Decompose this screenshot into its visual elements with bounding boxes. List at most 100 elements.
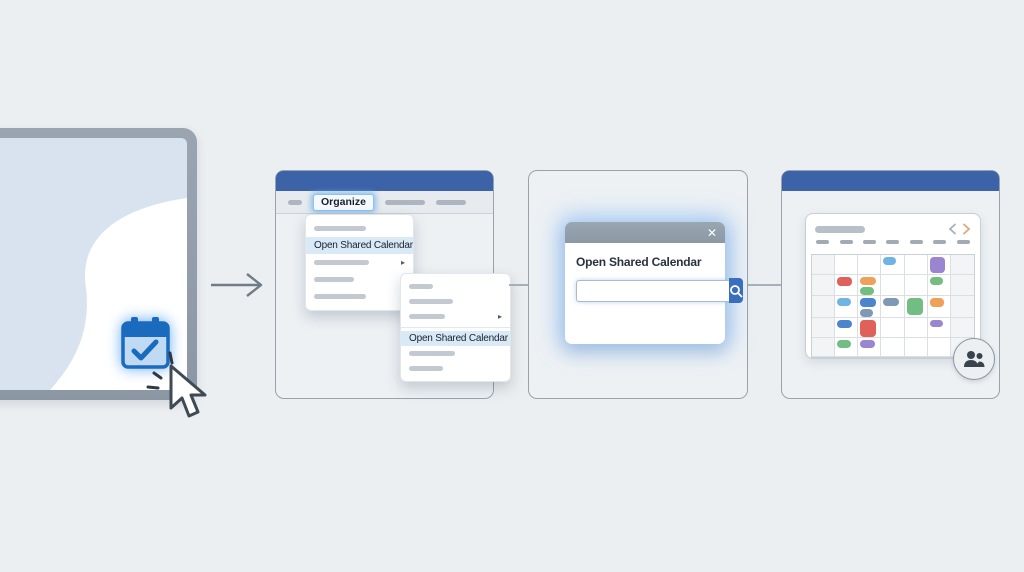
calendar-cell <box>835 295 859 318</box>
weekday-placeholder <box>933 240 947 244</box>
calendar-event-purple <box>860 339 875 348</box>
close-icon[interactable]: ✕ <box>706 225 717 240</box>
calendar-event-purple <box>929 319 944 327</box>
shared-people-badge[interactable] <box>953 338 995 380</box>
calendar-event-skyblue <box>883 257 897 265</box>
calendar-event-green <box>906 297 923 315</box>
calendar-event-red <box>837 276 853 286</box>
search-row <box>576 278 743 303</box>
menu-item-placeholder[interactable] <box>401 294 510 309</box>
weekday-placeholder <box>956 240 970 244</box>
calendar-cell <box>904 255 928 275</box>
calendar-card <box>805 213 981 359</box>
calendar-cell <box>881 255 905 275</box>
menu-item-placeholder[interactable] <box>306 271 413 288</box>
calendar-grid <box>811 254 975 358</box>
menu-item-open-shared-calendar[interactable]: Open Shared Calendar <box>306 237 413 254</box>
window-title-bar <box>782 171 999 191</box>
menu-item-placeholder[interactable]: ▸ <box>306 254 413 271</box>
calendar-event-green <box>860 286 875 295</box>
calendar-cell <box>835 274 859 296</box>
calendar-event-red <box>860 319 877 337</box>
menu-item-placeholder[interactable]: ▸ <box>401 309 510 324</box>
calendar-cell <box>858 274 882 296</box>
calendar-title-placeholder <box>815 225 865 233</box>
organize-dropdown-menu: Open Shared Calendar ▸ <box>305 214 414 311</box>
people-icon <box>964 351 985 367</box>
calendar-event-purple <box>929 257 946 273</box>
weekday-placeholder <box>839 240 853 244</box>
calendar-cell <box>858 317 882 338</box>
menu-item-placeholder-dash <box>314 226 366 231</box>
calendar-cell <box>927 255 951 275</box>
menu-item-placeholder[interactable] <box>306 288 413 305</box>
calendar-event-orange <box>929 297 945 307</box>
menu-item-placeholder[interactable] <box>401 346 510 361</box>
menu-item-placeholder-dash <box>409 351 455 356</box>
menu-item-label: Open Shared Calendar <box>409 333 508 344</box>
calendar-cell <box>881 337 905 357</box>
search-button[interactable] <box>729 278 743 303</box>
organize-submenu: ▸ Open Shared Calendar <box>400 273 511 382</box>
calendar-header <box>806 214 980 240</box>
calendar-event-blue <box>860 297 876 307</box>
search-input[interactable] <box>576 279 729 302</box>
calendar-cell <box>927 337 951 357</box>
calendar-cell <box>904 337 928 357</box>
dialog-title-bar: ✕ <box>565 222 725 243</box>
menu-item-placeholder[interactable] <box>306 220 413 237</box>
chevron-right-icon[interactable] <box>962 223 971 235</box>
connector-line-2 <box>748 284 781 286</box>
tab-organize[interactable]: Organize <box>313 193 374 211</box>
menu-placeholder <box>435 199 466 205</box>
calendar-cell <box>904 295 928 318</box>
calendar-cell <box>835 337 859 357</box>
weekday-placeholder <box>816 240 830 244</box>
search-icon <box>730 284 743 297</box>
menu-item-placeholder-dash <box>409 366 443 371</box>
calendar-cell <box>950 295 974 318</box>
weekday-placeholder <box>886 240 900 244</box>
calendar-cell <box>858 295 882 318</box>
calendar-cell <box>812 337 836 357</box>
chevron-left-icon[interactable] <box>948 223 957 235</box>
weekday-placeholder <box>909 240 923 244</box>
mouse-pointer <box>169 364 207 418</box>
calendar-cell <box>812 274 836 296</box>
calendar-cell <box>812 317 836 338</box>
window-title-bar <box>276 171 493 191</box>
calendar-cell <box>881 317 905 338</box>
dialog-title: Open Shared Calendar <box>576 255 702 269</box>
dialog-body: Open Shared Calendar <box>565 243 743 303</box>
menu-item-placeholder-dash <box>409 284 433 289</box>
calendar-cell <box>950 274 974 296</box>
submenu-arrow-icon: ▸ <box>400 257 405 267</box>
calendar-cell <box>927 317 951 338</box>
menu-item-placeholder-dash <box>314 260 369 265</box>
calendar-nav <box>948 223 971 235</box>
menu-item-placeholder[interactable] <box>401 361 510 376</box>
menu-bar: Organize <box>276 191 493 214</box>
click-spark-lines <box>146 351 174 390</box>
menu-item-label: Open Shared Calendar <box>314 240 413 251</box>
calendar-event-orange <box>860 276 876 285</box>
calendar-cell <box>812 295 836 318</box>
calendar-cell <box>904 274 928 296</box>
calendar-cell <box>950 255 974 275</box>
calendar-cell <box>927 274 951 296</box>
calendar-event-skyblue <box>837 297 851 306</box>
menu-item-placeholder-dash <box>314 294 366 299</box>
calendar-cell <box>812 255 836 275</box>
calendar-cell <box>835 255 859 275</box>
connector-line-1 <box>509 284 528 286</box>
menu-item-open-shared-calendar[interactable]: Open Shared Calendar <box>401 331 510 346</box>
menu-item-placeholder[interactable] <box>401 279 510 294</box>
weekday-header-row <box>806 240 980 250</box>
menu-item-placeholder-dash <box>409 299 453 304</box>
calendar-cell <box>835 317 859 338</box>
weekday-placeholder <box>863 240 877 244</box>
calendar-cell <box>904 317 928 338</box>
calendar-check-icon[interactable] <box>121 317 170 370</box>
calendar-cell <box>881 295 905 318</box>
calendar-event-green <box>929 276 944 285</box>
